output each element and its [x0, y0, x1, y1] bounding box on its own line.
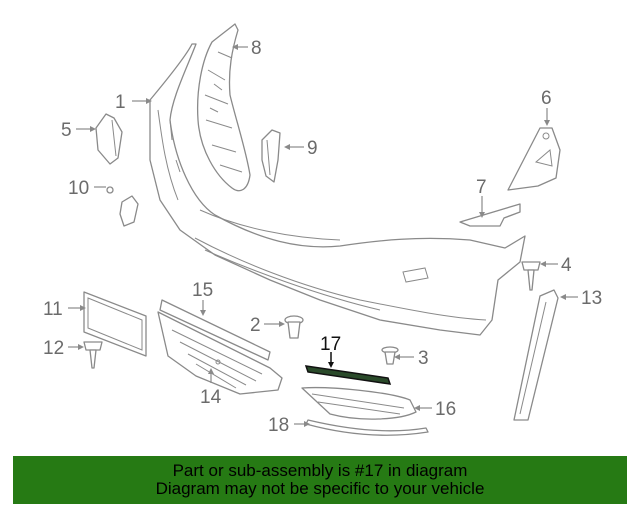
part-retainer-2 [284, 315, 304, 339]
callout-17: 17 [320, 334, 341, 355]
part-bracket-7 [459, 203, 521, 227]
part-molding-13 [513, 289, 559, 421]
callout-6: 6 [541, 88, 552, 109]
parts-diagram: 1 2 3 4 5 6 7 8 9 10 11 12 13 14 15 16 1… [43, 23, 602, 436]
callout-13: 13 [581, 288, 602, 309]
part-screw-12 [83, 341, 103, 369]
callout-11: 11 [43, 299, 63, 320]
callout-10: 10 [68, 178, 89, 199]
callout-8: 8 [251, 38, 262, 59]
callout-7: 7 [476, 177, 487, 198]
part-grille-14 [157, 311, 283, 395]
banner-line-disclaimer: Diagram may not be specific to your vehi… [155, 479, 485, 498]
part-trim-16 [301, 386, 417, 420]
part-tow-cover-5 [95, 113, 123, 165]
callout-9: 9 [307, 138, 318, 159]
part-license-bracket-11 [83, 291, 147, 357]
leader-lines [68, 44, 578, 427]
callout-3: 3 [418, 348, 429, 369]
callout-5: 5 [61, 120, 72, 141]
part-tow-cap-10 [106, 186, 139, 227]
part-strip-18 [305, 419, 429, 436]
callout-16: 16 [435, 399, 456, 420]
callout-4: 4 [561, 255, 572, 276]
callout-18: 18 [268, 415, 289, 436]
callout-1: 1 [115, 92, 126, 113]
part-screw-4 [521, 261, 541, 291]
info-banner: Part or sub-assembly is #17 in diagram D… [13, 456, 627, 504]
banner-line-part: Part or sub-assembly is #17 in diagram [172, 461, 468, 480]
callout-labels: 1 2 3 4 5 6 7 8 9 10 11 12 13 14 15 16 1… [43, 38, 602, 436]
callout-12: 12 [43, 338, 64, 359]
part-strip-17 [304, 365, 392, 385]
part-bracket-9 [261, 129, 281, 183]
part-bumper-cover [149, 43, 526, 336]
part-absorber [196, 23, 251, 192]
part-clip-3 [381, 346, 399, 365]
callout-2: 2 [250, 315, 261, 336]
part-grille-upper-15 [159, 299, 271, 361]
part-bracket-6 [507, 127, 561, 191]
callout-14: 14 [200, 387, 222, 408]
callout-15: 15 [192, 280, 213, 301]
